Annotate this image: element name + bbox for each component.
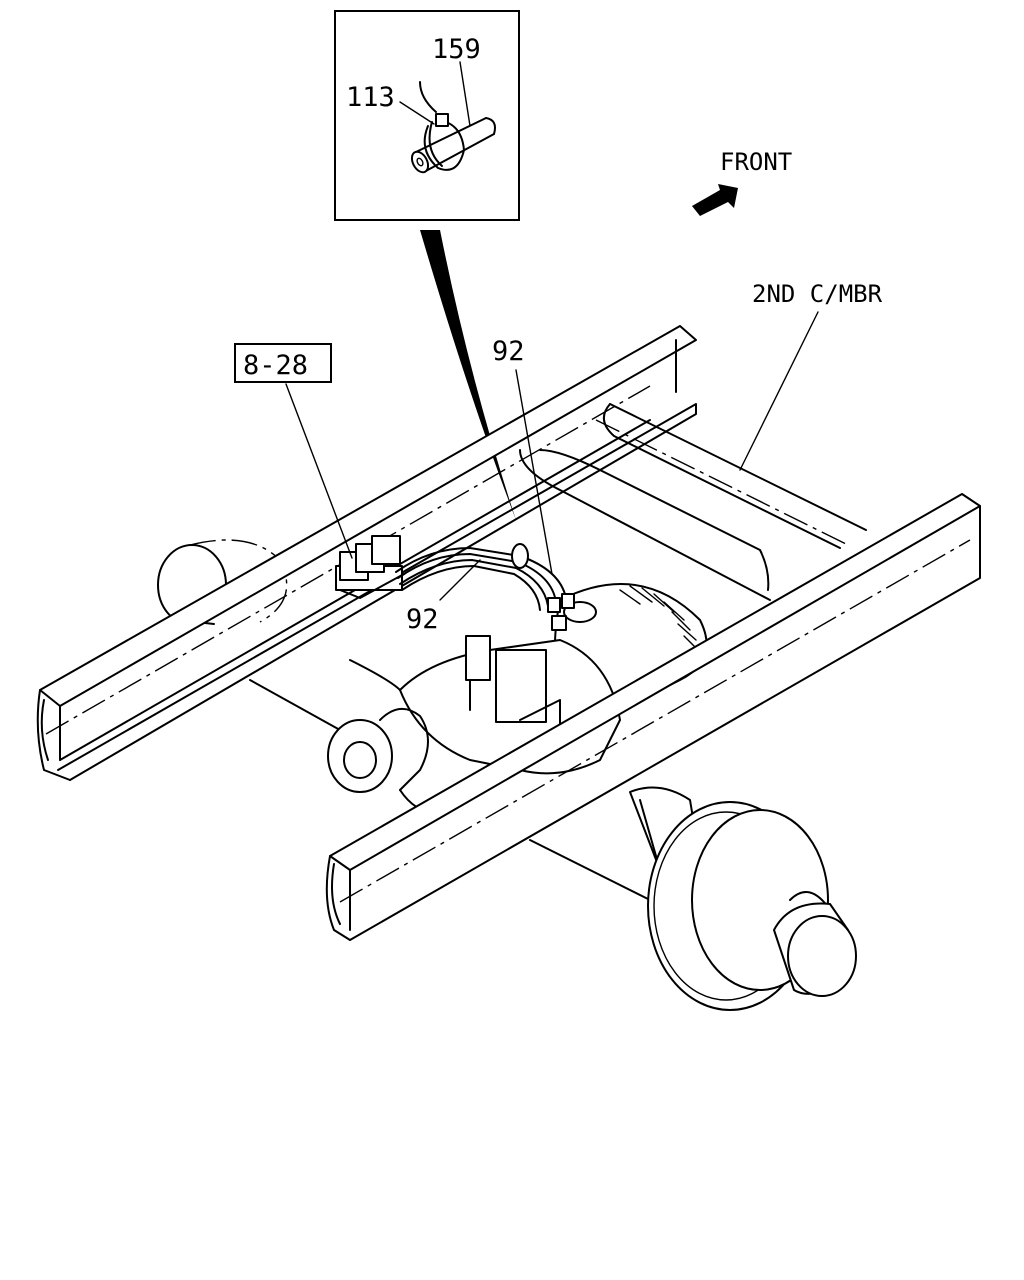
hose-lines — [395, 543, 575, 631]
detail-inset: 159 113 — [334, 10, 520, 221]
inset-frame — [334, 10, 520, 221]
inset-clip — [419, 81, 465, 171]
valve-block — [335, 535, 405, 599]
part-number-92-upper: 92 — [492, 336, 525, 367]
part-number-92-lower: 92 — [406, 604, 439, 635]
right-wheel-hub — [629, 786, 857, 1011]
leader-92-lower — [439, 559, 481, 601]
leader-159 — [459, 61, 471, 127]
front-direction: FRONT — [692, 148, 792, 216]
reference-box-frame — [234, 343, 332, 383]
leader-113 — [399, 101, 435, 125]
front-arrow-icon — [692, 184, 738, 216]
right-frame-rail — [325, 493, 981, 941]
part-number-159: 159 — [432, 34, 481, 65]
reference-box-label: 8-28 — [243, 350, 308, 381]
leader-8-28 — [285, 383, 353, 559]
leader-92-upper — [515, 369, 553, 575]
part-number-113: 113 — [346, 82, 395, 113]
leader-crossmember — [739, 311, 819, 471]
crossmember — [519, 403, 867, 601]
crossmember-label: 2ND C/MBR — [752, 280, 883, 308]
axle-assembly — [249, 583, 708, 901]
front-label: FRONT — [720, 148, 792, 176]
reference-8-28: 8-28 — [234, 343, 353, 559]
diff-hatching — [619, 585, 701, 653]
